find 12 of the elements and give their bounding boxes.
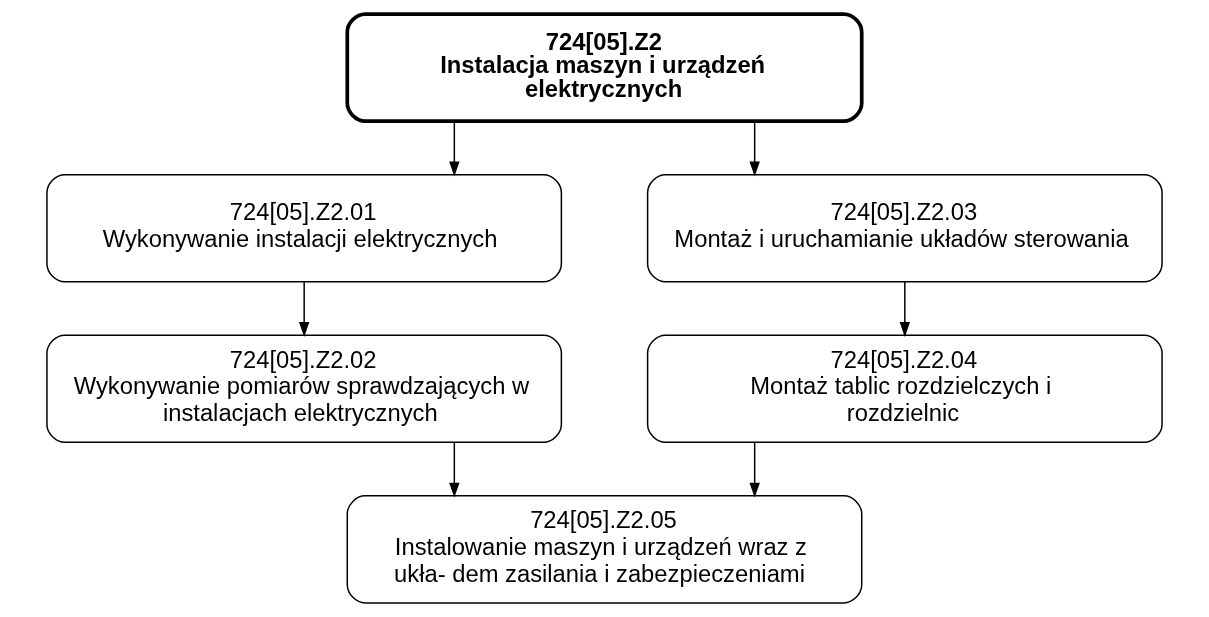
node-box: 724[05].Z2.05 Instalowanie maszyn i urządzeń wraz z ukła- dem zasilania i zabezpieczeniami — [346, 495, 863, 604]
arrow — [449, 441, 460, 498]
arrow — [298, 281, 310, 337]
node-box: 724[05].Z2 Instalacja maszyn i urządzeń elektrycznych — [345, 12, 864, 123]
node-box: 724[05].Z2.04 Montaż tablic rozdzielczych i rozdzielnic — [646, 334, 1163, 444]
arrow — [749, 441, 760, 498]
node-box: 724[05].Z2.02 Wykonywanie pomiarów sprawdzających w instalacjach elektrycznych — [46, 334, 563, 444]
node-box: 724[05].Z2.03 Montaż i uruchamianie układów sterowania — [646, 173, 1163, 283]
arrow — [899, 281, 911, 337]
arrow — [449, 120, 460, 177]
arrow — [749, 120, 760, 177]
node-box: 724[05].Z2.01 Wykonywanie instalacji elektrycznych — [46, 173, 563, 283]
